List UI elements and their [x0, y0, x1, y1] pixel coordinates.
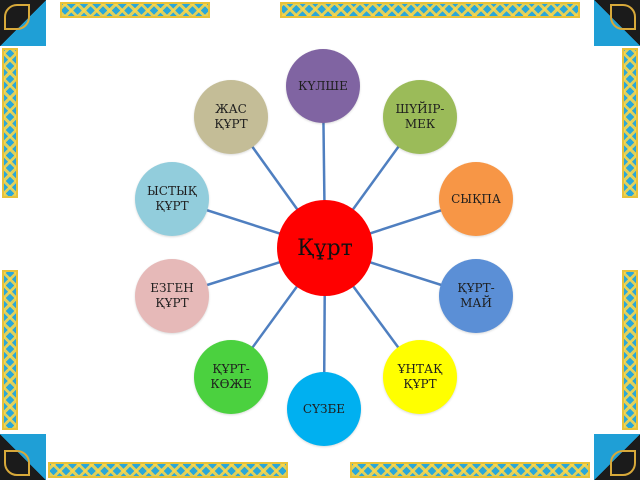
node-label: СЫҚПА [451, 191, 501, 206]
frame-bottom-right [350, 462, 590, 478]
frame-top-left [60, 2, 210, 18]
node-kurt-mai: ҚҰРТ-МАЙ [439, 259, 513, 333]
frame-corner-bottom-left [0, 434, 46, 480]
node-suzbe: СҮЗБЕ [287, 372, 361, 446]
frame-left-top [2, 48, 18, 198]
node-label: ЫСТЫҚ ҚҰРТ [146, 184, 198, 213]
node-label: ҰНТАҚ ҚҰРТ [397, 362, 443, 391]
frame-right-bottom [622, 270, 638, 430]
frame-bottom-left [48, 462, 288, 478]
node-label: СҮЗБЕ [302, 401, 346, 416]
node-ezgen-kurt: ЕЗГЕН ҚҰРТ [135, 259, 209, 333]
node-shuiirmek: ШҮЙІР-МЕК [383, 80, 457, 154]
node-kulshe: КҮЛШЕ [286, 49, 360, 123]
node-untak-kurt: ҰНТАҚ ҚҰРТ [383, 340, 457, 414]
node-sykpa: СЫҚПА [439, 162, 513, 236]
center-node: Құрт [277, 200, 373, 296]
frame-corner-top-right [594, 0, 640, 46]
ornament-icon [610, 450, 636, 476]
node-label: КҮЛШЕ [298, 78, 348, 93]
frame-top-right [280, 2, 580, 18]
node-ystyk-kurt: ЫСТЫҚ ҚҰРТ [135, 162, 209, 236]
ornament-icon [4, 4, 30, 30]
node-label: ҚҰРТ-МАЙ [457, 281, 495, 310]
frame-corner-bottom-right [594, 434, 640, 480]
node-label: ЖАС ҚҰРТ [214, 102, 248, 131]
node-kurt-kozhe: ҚҰРТ-КӨЖЕ [194, 340, 268, 414]
ornament-icon [4, 450, 30, 476]
node-label: ШҮЙІР-МЕК [395, 102, 445, 131]
frame-corner-top-left [0, 0, 46, 46]
frame-left-bottom [2, 270, 18, 430]
center-node-label: Құрт [297, 235, 353, 261]
node-label: ҚҰРТ-КӨЖЕ [210, 362, 252, 391]
frame-right-top [622, 48, 638, 198]
node-zhas-kurt: ЖАС ҚҰРТ [194, 80, 268, 154]
node-label: ЕЗГЕН ҚҰРТ [150, 281, 194, 310]
ornament-icon [610, 4, 636, 30]
